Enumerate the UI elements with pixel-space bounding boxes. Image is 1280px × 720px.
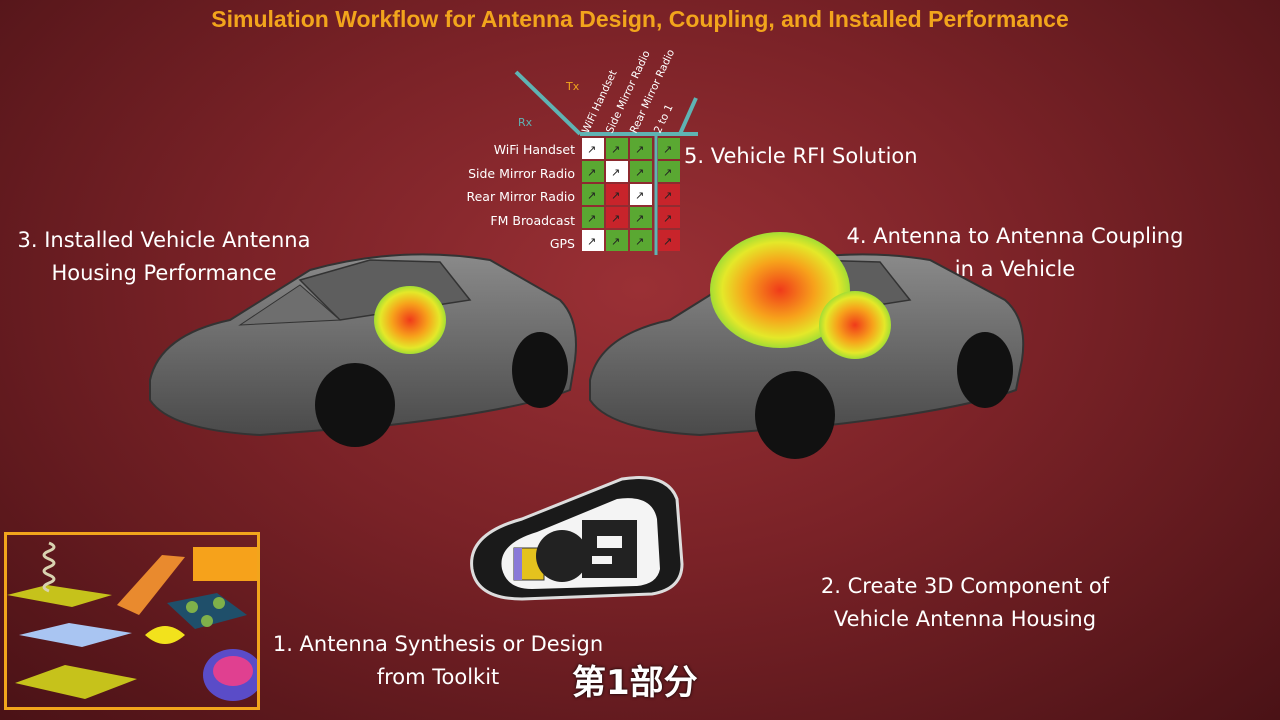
step-4-line2: in a Vehicle — [954, 257, 1076, 281]
matrix-cell — [606, 184, 628, 205]
matrix-row-label: Side Mirror Radio — [468, 165, 575, 181]
antenna-glyph-icon: ↗ — [611, 235, 620, 248]
matrix-cell — [582, 230, 604, 251]
helix-antenna-icon — [42, 541, 56, 593]
antenna-glyph-icon: ↗ — [635, 235, 644, 248]
array-antenna-icon — [167, 593, 247, 629]
step-2-label: 2. Create 3D Component of Vehicle Antenn… — [810, 570, 1120, 636]
antenna-glyph-icon: ↗ — [587, 143, 596, 156]
step-4-label: 4. Antenna to Antenna Coupling in a Vehi… — [840, 220, 1190, 286]
antenna-toolkit-image — [7, 541, 263, 701]
matrix-cell — [582, 184, 604, 205]
spiral-antenna-icon — [145, 626, 185, 644]
patch-strip-icon — [117, 555, 185, 615]
step-5-line1: 5. Vehicle RFI Solution — [684, 144, 918, 168]
matrix-cell — [658, 184, 680, 205]
matrix-cells: ↗ ↗ ↗ ↗ ↗ ↗ ↗ ↗ ↗ ↗ ↗ ↗ ↗ ↗ ↗ ↗ ↗ ↗ ↗ ↗ — [582, 138, 680, 251]
step-1-line2: from Toolkit — [376, 665, 500, 689]
antenna-glyph-icon: ↗ — [663, 212, 672, 225]
matrix-cell — [582, 207, 604, 228]
antenna-glyph-icon: ↗ — [635, 189, 644, 202]
antenna-glyph-icon: ↗ — [635, 212, 644, 225]
matrix-cell — [630, 230, 652, 251]
matrix-cell — [630, 138, 652, 159]
antenna-glyph-icon: ↗ — [635, 143, 644, 156]
matrix-row-label: FM Broadcast — [490, 212, 575, 228]
rx-label: Rx — [518, 116, 533, 129]
antenna-glyph-icon: ↗ — [611, 189, 620, 202]
matrix-row-label: GPS — [549, 236, 575, 251]
antenna-glyph-icon: ↗ — [587, 212, 596, 225]
antenna-glyph-icon: ↗ — [611, 143, 620, 156]
antenna-glyph-icon: ↗ — [587, 189, 596, 202]
tx-label: Tx — [565, 80, 580, 93]
matrix-cell — [658, 138, 680, 159]
page-title: Simulation Workflow for Antenna Design, … — [211, 6, 1069, 32]
ground-plane-icon — [15, 665, 137, 699]
step-3-label: 3. Installed Vehicle Antenna Housing Per… — [14, 224, 314, 290]
matrix-cell — [630, 207, 652, 228]
matrix-row-label: Rear Mirror Radio — [466, 189, 575, 204]
step-5-label: 5. Vehicle RFI Solution — [684, 140, 918, 173]
antenna-glyph-icon: ↗ — [663, 143, 672, 156]
radiation-pattern-icon — [374, 286, 446, 354]
installed-vehicle-image — [149, 253, 577, 447]
matrix-cell — [658, 230, 680, 251]
antenna-glyph-icon: ↗ — [587, 166, 596, 179]
antenna-housing-image — [470, 476, 684, 601]
video-subtitle: 第1部分 — [572, 663, 698, 703]
step-3-line2: Housing Performance — [51, 261, 277, 285]
coupling-pattern-large-icon — [710, 232, 850, 348]
antenna-glyph-icon: ↗ — [663, 166, 672, 179]
step-1-line1: 1. Antenna Synthesis or Design — [272, 632, 604, 656]
step-4-line1: 4. Antenna to Antenna Coupling — [846, 224, 1184, 248]
matrix-column-label: 2 to 1 — [652, 102, 676, 135]
matrix-cell — [658, 161, 680, 182]
coupling-pattern-small-icon — [819, 291, 891, 359]
matrix-cell — [630, 184, 652, 205]
matrix-cell — [606, 161, 628, 182]
coupling-vehicle-image — [589, 232, 1025, 459]
antenna-glyph-icon: ↗ — [611, 212, 620, 225]
antenna-glyph-icon: ↗ — [663, 235, 672, 248]
matrix-cell — [582, 161, 604, 182]
matrix-cell — [606, 207, 628, 228]
antenna-glyph-icon: ↗ — [587, 235, 596, 248]
matrix-cell — [630, 161, 652, 182]
step-2-line1: 2. Create 3D Component of — [820, 574, 1110, 598]
matrix-rx-axis — [678, 97, 698, 135]
matrix-cell — [658, 207, 680, 228]
matrix-cell — [582, 138, 604, 159]
matrix-tx-axis — [514, 70, 582, 136]
dipole-antenna-icon — [19, 623, 132, 647]
step-2-line2: Vehicle Antenna Housing — [833, 607, 1097, 631]
step-3-line1: 3. Installed Vehicle Antenna — [17, 228, 311, 252]
antenna-glyph-icon: ↗ — [663, 189, 672, 202]
horn-antenna-icon — [193, 547, 259, 581]
step-1-label: 1. Antenna Synthesis or Design from Tool… — [268, 628, 608, 694]
antenna-glyph-icon: ↗ — [611, 166, 620, 179]
antenna-glyph-icon: ↗ — [635, 166, 644, 179]
matrix-cell — [606, 230, 628, 251]
antenna-toolkit-panel — [4, 532, 263, 710]
matrix-cell — [606, 138, 628, 159]
matrix-row-label: WiFi Handset — [493, 142, 575, 157]
